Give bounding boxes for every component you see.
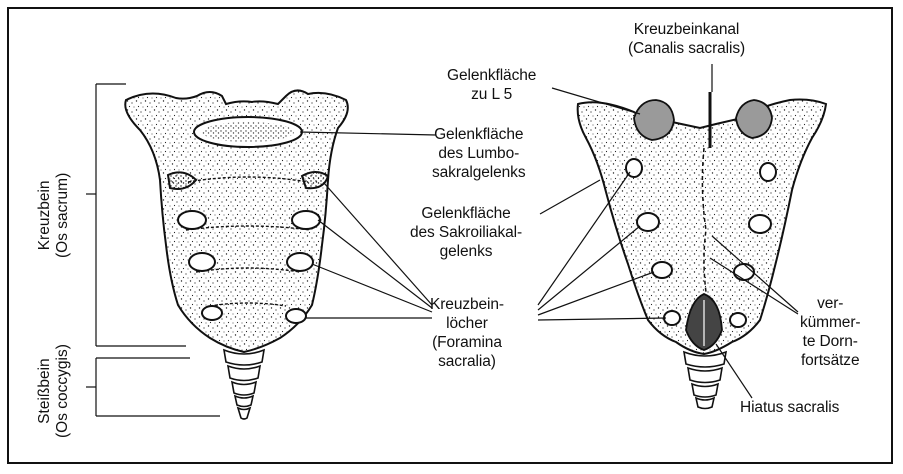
label-dornfortsaetze: ver- kümmer- te Dorn- fortsätze xyxy=(800,294,860,370)
label-foramina-sacralia: Kreuzbein- löcher (Foramina sacralia) xyxy=(430,295,504,371)
label-lumbosakralgelenk: Gelenkfläche des Lumbo- sakralgelenks xyxy=(432,125,525,182)
label-sakroiliakalgelenk: Gelenkfläche des Sakroiliakal- gelenks xyxy=(410,204,522,261)
coccyx-left xyxy=(224,350,264,419)
l5-facet-left xyxy=(634,100,674,140)
label-hiatus-sacralis: Hiatus sacralis xyxy=(740,398,839,417)
label-gelenkflaeche-l5: Gelenkfläche zu L 5 xyxy=(447,66,536,104)
label-steissbein: Steißbein (Os coccygis) xyxy=(36,344,72,438)
coccyx-right xyxy=(684,352,726,409)
label-kreuzbeinkanal: Kreuzbeinkanal (Canalis sacralis) xyxy=(628,20,745,58)
label-kreuzbein: Kreuzbein (Os sacrum) xyxy=(36,173,72,258)
sacrum-posterior-view xyxy=(578,92,826,409)
sacrum-anterior-view xyxy=(125,90,348,419)
l5-facet-right xyxy=(736,100,772,138)
